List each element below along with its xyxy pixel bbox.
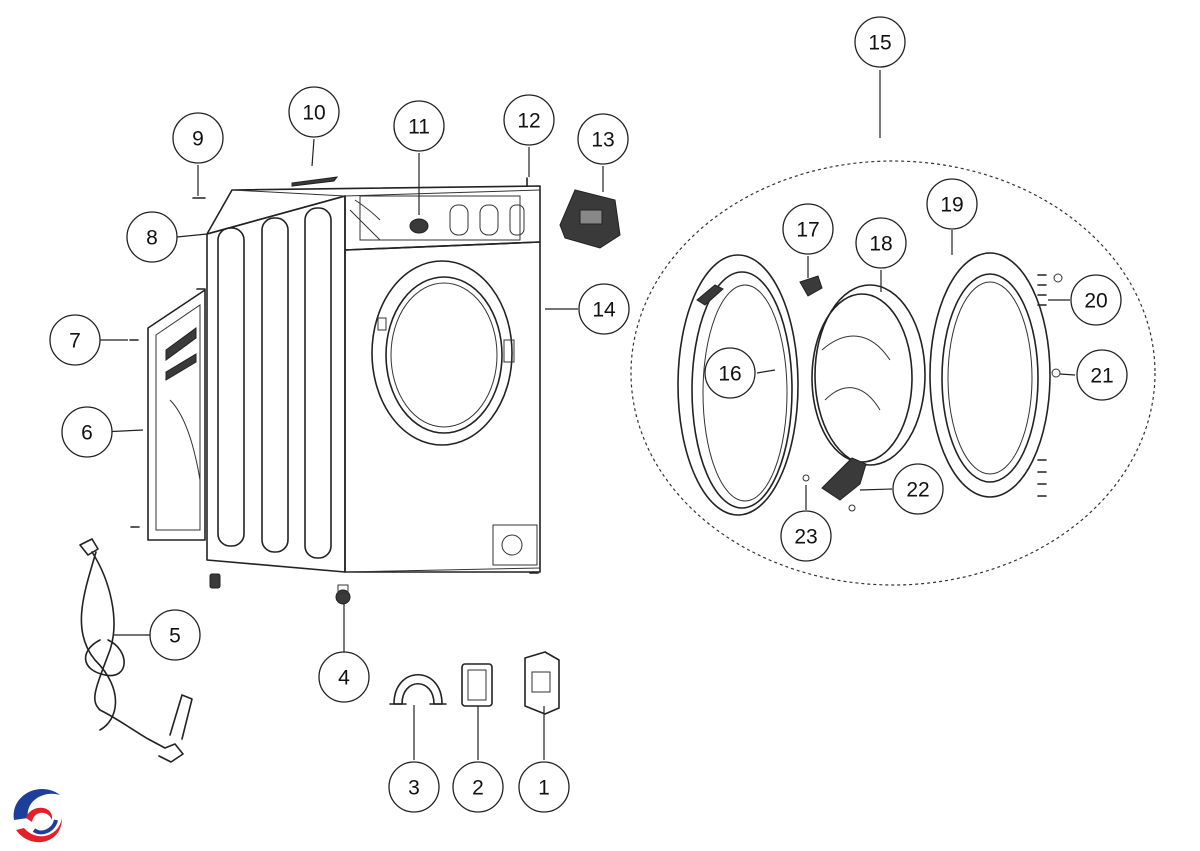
door-assembly-boundary xyxy=(630,160,1156,586)
callout-12: 12 xyxy=(503,94,555,146)
svg-text:4: 4 xyxy=(338,667,350,690)
screws xyxy=(129,177,539,574)
callout-5: 5 xyxy=(149,609,201,661)
svg-text:19: 19 xyxy=(940,194,963,217)
callout-4: 4 xyxy=(318,651,370,703)
callout-19: 19 xyxy=(926,178,978,230)
svg-text:13: 13 xyxy=(591,129,614,152)
callout-13: 13 xyxy=(577,113,629,165)
callout-10: 10 xyxy=(288,86,340,138)
svg-text:6: 6 xyxy=(81,422,93,445)
svg-text:2: 2 xyxy=(472,777,484,800)
callout-2: 2 xyxy=(452,761,504,813)
door-outer-ring xyxy=(677,254,799,516)
svg-text:11: 11 xyxy=(408,116,430,139)
callout-6: 6 xyxy=(61,406,113,458)
svg-text:10: 10 xyxy=(302,102,325,125)
brand-logo xyxy=(13,789,62,843)
top-strip xyxy=(291,176,339,187)
callout-17: 17 xyxy=(782,203,834,255)
callout-22: 22 xyxy=(892,463,944,515)
callout-11: 11 xyxy=(393,100,445,152)
callouts: 1 2 3 4 5 6 7 8 9 10 11 12 13 14 15 16 1… xyxy=(49,16,1128,813)
svg-text:12: 12 xyxy=(517,110,540,133)
svg-text:8: 8 xyxy=(146,227,158,250)
callout-16: 16 xyxy=(704,347,756,399)
bracket xyxy=(524,651,560,715)
hose-clip xyxy=(389,673,447,705)
svg-text:16: 16 xyxy=(718,363,741,386)
svg-text:23: 23 xyxy=(794,526,817,549)
filter-cover xyxy=(461,663,493,707)
power-cord xyxy=(79,538,193,763)
svg-text:20: 20 xyxy=(1084,290,1107,313)
callout-9: 9 xyxy=(172,112,224,164)
svg-text:18: 18 xyxy=(869,233,892,256)
svg-text:21: 21 xyxy=(1090,365,1113,388)
callout-8: 8 xyxy=(126,211,178,263)
door-inner-ring xyxy=(929,252,1051,498)
callout-3: 3 xyxy=(388,761,440,813)
callout-14: 14 xyxy=(578,283,630,335)
callout-21: 21 xyxy=(1076,349,1128,401)
hinge xyxy=(799,275,823,297)
callout-18: 18 xyxy=(855,217,907,269)
washing-machine-cabinet xyxy=(206,185,541,573)
door-fasteners xyxy=(802,273,1063,512)
callout-20: 20 xyxy=(1070,274,1122,326)
callout-23: 23 xyxy=(780,510,832,562)
svg-text:9: 9 xyxy=(192,128,204,151)
svg-text:7: 7 xyxy=(69,330,81,353)
svg-text:15: 15 xyxy=(868,32,891,55)
svg-text:1: 1 xyxy=(538,777,550,800)
door-lock xyxy=(559,189,621,249)
door-glass xyxy=(811,284,926,466)
door-hook xyxy=(821,457,867,501)
leader-lines xyxy=(100,70,1076,760)
svg-text:14: 14 xyxy=(592,299,616,322)
svg-text:5: 5 xyxy=(169,625,181,648)
svg-text:3: 3 xyxy=(408,777,420,800)
callout-1: 1 xyxy=(518,761,570,813)
callout-7: 7 xyxy=(49,314,101,366)
side-panel xyxy=(147,289,206,541)
callout-15: 15 xyxy=(854,16,906,68)
grommet xyxy=(409,218,429,234)
svg-text:22: 22 xyxy=(906,479,929,502)
feet xyxy=(209,573,351,605)
svg-text:17: 17 xyxy=(796,219,819,242)
